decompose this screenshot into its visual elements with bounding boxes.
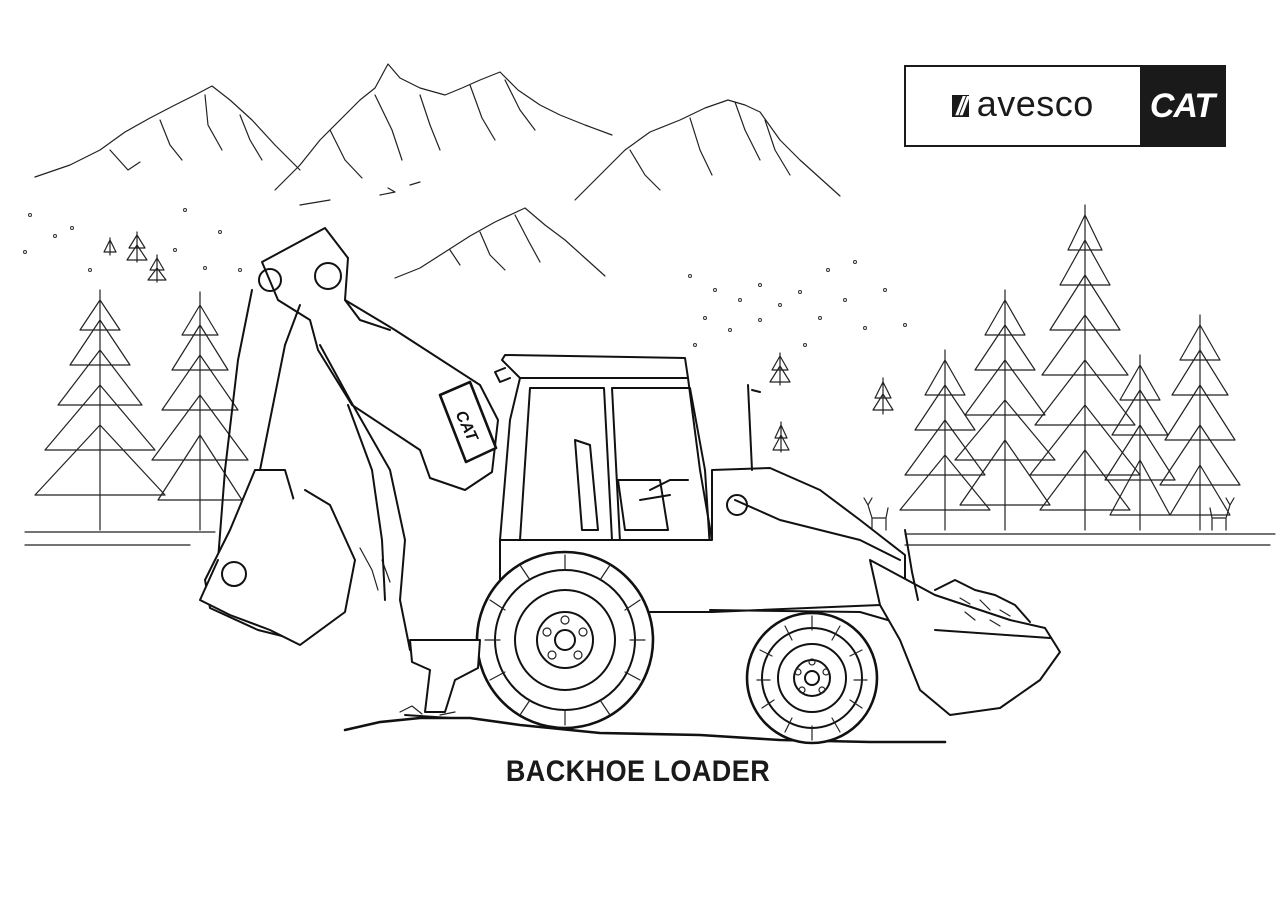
cat-wordmark: CAT bbox=[1149, 86, 1215, 125]
backhoe-boom bbox=[199, 227, 499, 651]
page-caption: BACKHOE LOADER bbox=[505, 755, 771, 788]
boom-cat-decal: CAT bbox=[438, 380, 498, 464]
operator-cab bbox=[494, 354, 713, 581]
avesco-logo: // avesco bbox=[906, 67, 1140, 145]
deer-silhouettes bbox=[863, 497, 1235, 531]
front-wheel bbox=[745, 611, 879, 745]
horizon-line bbox=[24, 531, 1276, 546]
stabilizer-leg bbox=[404, 639, 481, 719]
cat-logo: CAT bbox=[1140, 67, 1224, 145]
mountain-range bbox=[34, 63, 841, 279]
pine-trees-right bbox=[769, 204, 1241, 531]
avesco-cat-logo: // avesco CAT bbox=[904, 65, 1226, 147]
front-loader-bucket bbox=[869, 529, 1061, 716]
avesco-slashes-mark: // bbox=[952, 93, 969, 119]
avesco-wordmark: avesco bbox=[976, 83, 1094, 124]
pine-trees-left bbox=[34, 231, 249, 531]
snow-dots bbox=[23, 208, 907, 347]
rear-wheel bbox=[475, 550, 655, 730]
